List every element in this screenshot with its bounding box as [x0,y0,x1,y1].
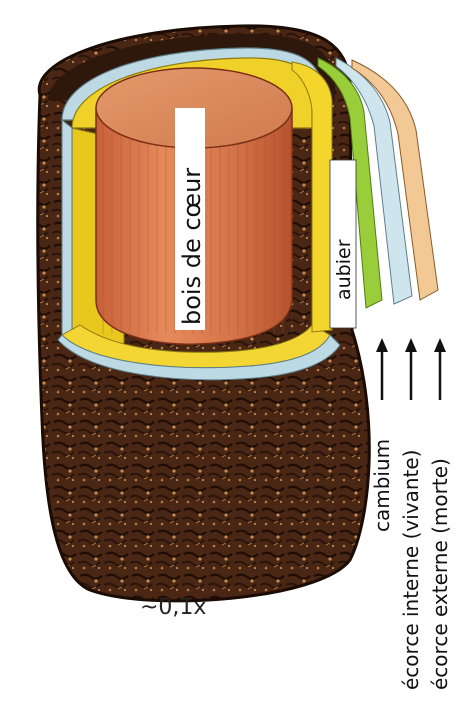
inner-bark-left-wall [62,120,72,347]
inner-bark-label: écorce interne (vivante) [399,450,423,690]
scale-label: ~0,1x [140,595,206,620]
cambium-arrow [376,338,388,400]
outer-bark-arrow [434,338,446,400]
cambium-label: cambium [370,439,394,532]
outer-bark-label: écorce externe (morte) [428,458,452,690]
heartwood-label: bois de cœur [178,168,206,325]
sapwood-label: aubier [333,239,355,300]
inner-bark-arrow [405,338,417,400]
